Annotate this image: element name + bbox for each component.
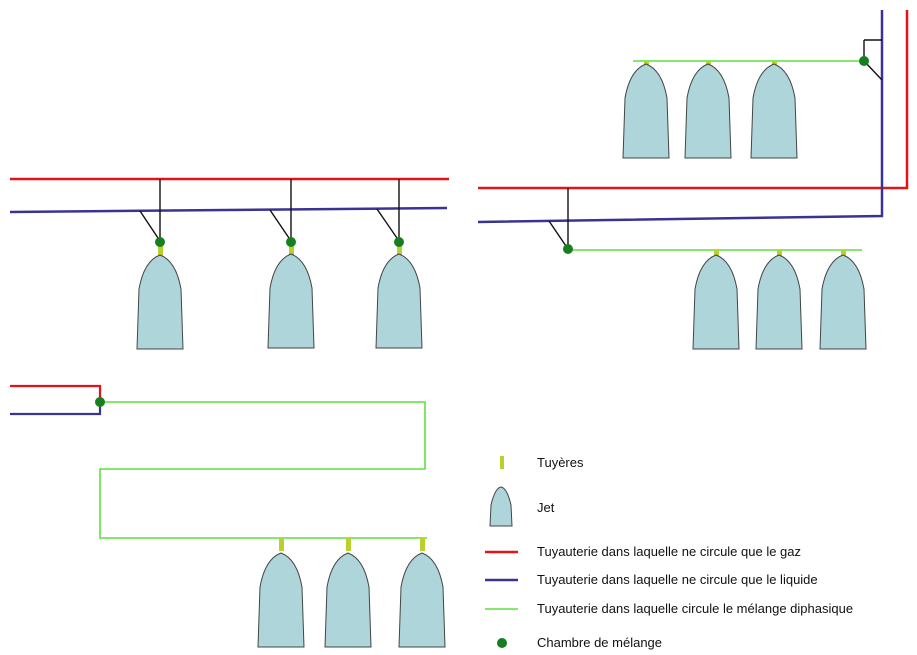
mixing-chamber [155,237,165,247]
legend [485,456,518,648]
nozzle [158,245,163,262]
legend-label-nozzle: Tuyères [537,455,584,470]
jet [136,254,184,350]
configuration-shared-mixing-right [477,10,909,350]
jet [819,254,867,350]
mixing-chamber [394,237,404,247]
legend-label-mixing-chamber: Chambre de mélange [537,635,663,650]
mixing-chamber [95,397,105,407]
green-dot-icon [497,638,507,648]
legend-label-gas-pipe: Tuyauterie dans laquelle ne circule que … [537,544,802,559]
nozzle [279,538,284,551]
legend-label-liquid-pipe: Tuyauterie dans laquelle ne circule que … [537,572,818,587]
liquid-pipe [10,402,102,416]
jet [267,253,315,349]
mixing-chamber [286,237,296,247]
jet [375,253,423,349]
gas-pipe [478,10,909,190]
configuration-shared-mixing-long-line [10,384,446,648]
jet-icon [489,486,513,527]
connector-group [139,179,400,242]
mixing-chamber [859,56,869,66]
nozzle [397,245,402,262]
configuration-individual-mixing [9,177,449,350]
liquid-pipe [9,206,448,214]
nozzle-icon [500,456,504,469]
jet [324,552,372,648]
jet [692,254,740,350]
legend-label-jet: Jet [537,500,555,515]
gas-pipe [10,384,102,402]
jet [398,552,446,648]
liquid-pipe [477,10,884,224]
nozzle [289,245,294,262]
jet [684,63,732,159]
jet [755,254,803,350]
mixture-pipe [99,401,427,539]
jet [257,552,305,648]
legend-label-mixture-pipe: Tuyauterie dans laquelle circule le méla… [537,601,854,616]
jet [622,63,670,159]
nozzle [346,538,351,551]
jet [750,63,798,159]
mixing-chamber [563,244,573,254]
nozzle [420,538,425,551]
